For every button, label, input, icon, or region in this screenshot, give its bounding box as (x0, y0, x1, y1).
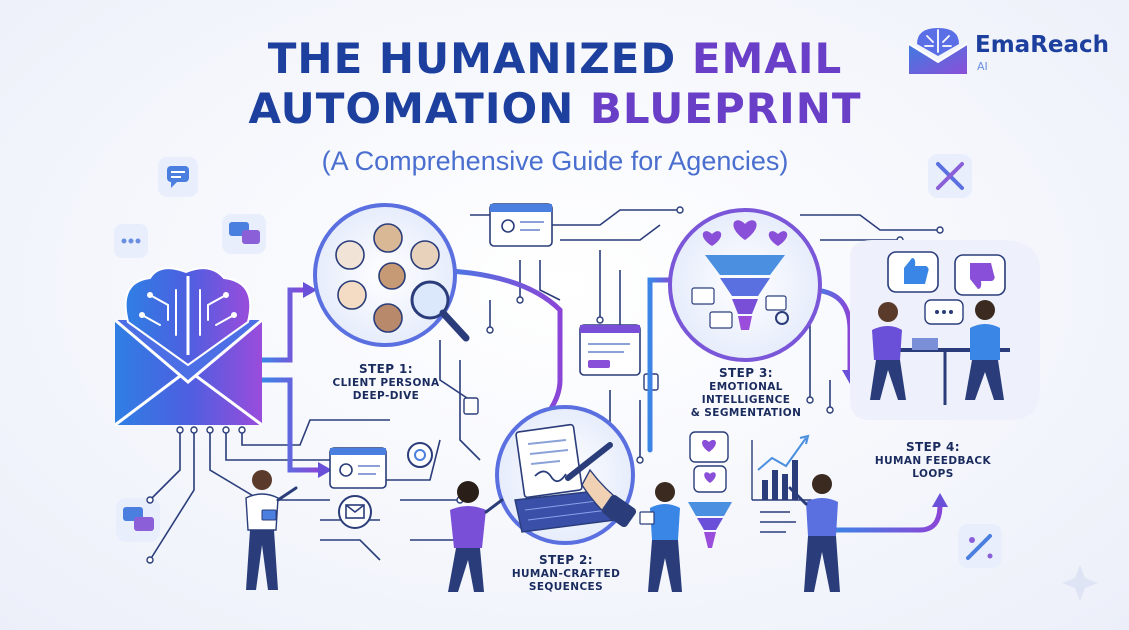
brand-logo (908, 28, 968, 74)
step4-line1: HUMAN FEEDBACK (874, 455, 992, 467)
step2-writing-circle (495, 405, 637, 545)
step3-line3: & SEGMENTATION (690, 407, 802, 419)
magnifier-icon (407, 442, 433, 468)
step3-line1: EMOTIONAL (709, 381, 783, 393)
magnifier-icon (410, 280, 470, 342)
thumbs-up-icon (887, 251, 939, 293)
step2-line1: HUMAN-CRAFTED (511, 568, 621, 580)
chip (463, 397, 479, 415)
profile-card-bottom (329, 447, 387, 489)
thumbs-down-icon (954, 254, 1006, 296)
profile-card-top (489, 203, 553, 247)
step1-persona-circle (313, 203, 470, 347)
title-line1-plain: THE HUMANIZED (267, 34, 677, 83)
brain-envelope-icon (908, 28, 968, 74)
step4-feedback-scene (850, 240, 1040, 420)
email-node-icon (338, 495, 372, 529)
email-window-card (579, 324, 641, 376)
sparkle-icon (1062, 565, 1098, 601)
circuit-traces-top (439, 209, 940, 470)
step1-line2: DEEP-DIVE (352, 390, 420, 402)
step2-number: STEP 2: (539, 553, 593, 567)
brand-name: EmaReach (975, 32, 1110, 58)
step1-number: STEP 1: (359, 362, 413, 376)
person-figure (788, 474, 840, 592)
funnel-icon (688, 502, 732, 548)
magic-wand-icon (958, 524, 1002, 568)
step3-funnel-circle (668, 208, 822, 362)
heart-icon (702, 220, 788, 246)
step3-label: STEP 3: EMOTIONAL INTELLIGENCE & SEGMENT… (676, 366, 816, 420)
brain-envelope-icon (114, 267, 263, 427)
step1-label: STEP 1: CLIENT PERSONA DEEP-DIVE (318, 362, 454, 403)
step4-number: STEP 4: (906, 440, 960, 454)
bar-chart-icon (751, 434, 812, 533)
pen-icon (565, 442, 637, 528)
funnel-icon (705, 255, 785, 330)
chat-bubble-icon (222, 214, 266, 254)
title-line1-accent: EMAIL (691, 34, 843, 83)
chat-bubble-icon (116, 498, 160, 542)
step4-label: STEP 4: HUMAN FEEDBACK LOOPS (858, 440, 1008, 481)
step2-line2: SEQUENCES (528, 581, 604, 593)
step3-line2: INTELLIGENCE (701, 394, 791, 406)
step1-line1: CLIENT PERSONA (332, 377, 440, 389)
chat-bubble-icon (158, 157, 198, 197)
step3-number: STEP 3: (719, 366, 773, 380)
typing-dots-icon (114, 224, 148, 258)
person-figure (245, 470, 298, 590)
step2-label: STEP 2: HUMAN-CRAFTED SEQUENCES (496, 553, 636, 594)
title-line2-plain: AUTOMATION (248, 84, 575, 133)
heart-icon (689, 431, 729, 493)
person-figure (639, 482, 682, 592)
circuit-traces-left (149, 419, 470, 561)
tools-icon (928, 154, 972, 198)
brand-suffix: AI (977, 60, 988, 73)
title-line2-accent: BLUEPRINT (589, 84, 862, 133)
page-subtitle: (A Comprehensive Guide for Agencies) (321, 146, 789, 176)
step4-line2: LOOPS (912, 468, 954, 480)
page-title: THE HUMANIZED EMAIL AUTOMATION BLUEPRINT (170, 34, 940, 134)
person-figure (448, 481, 504, 592)
